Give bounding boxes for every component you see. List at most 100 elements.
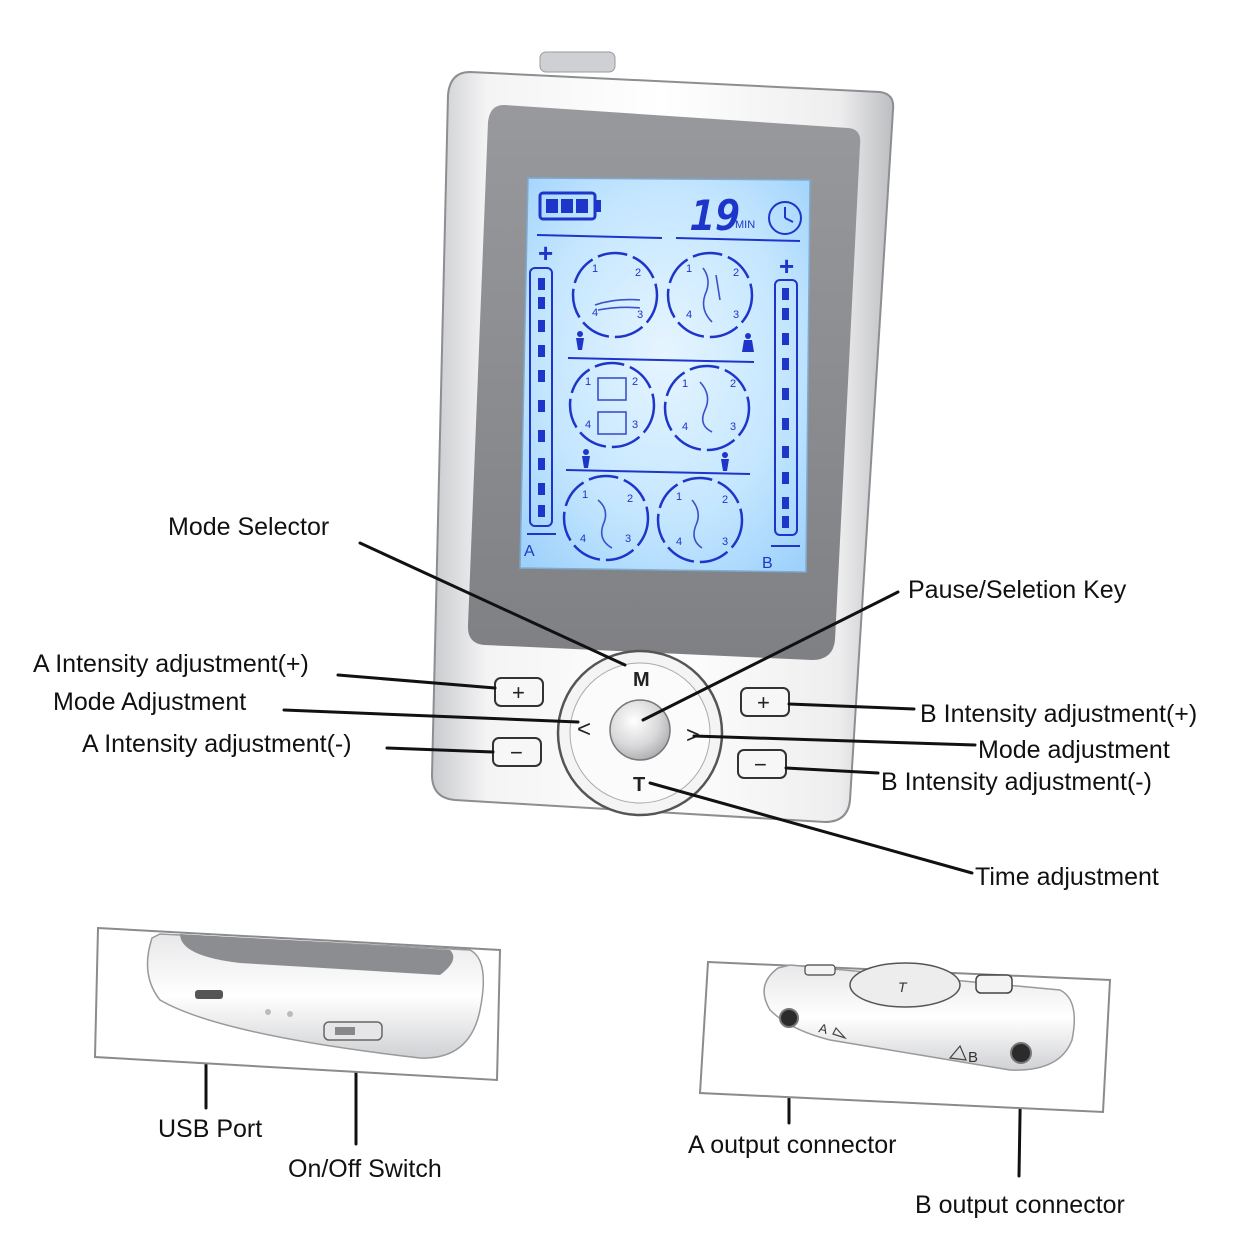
leader-b-plus bbox=[787, 702, 916, 711]
label-mode-adjust-left: Mode Adjustment bbox=[53, 688, 246, 716]
b-minus-symbol: − bbox=[754, 752, 767, 777]
mode-circle-2 bbox=[666, 251, 754, 339]
lcd-screen: 19 MIN + A + bbox=[519, 177, 811, 573]
label-a-output: A output connector bbox=[688, 1131, 896, 1159]
a-plus-symbol: + bbox=[512, 680, 525, 705]
led-dot-2 bbox=[287, 1011, 293, 1017]
callout-labels: Mode Selector Pause/Seletion Key A Inten… bbox=[33, 513, 1197, 1219]
svg-text:4: 4 bbox=[580, 533, 586, 545]
b-plus-symbol: + bbox=[757, 690, 770, 715]
timer-unit: MIN bbox=[735, 219, 755, 231]
a-output-triangle bbox=[832, 1026, 847, 1040]
svg-text:3: 3 bbox=[632, 419, 638, 431]
leader-mode-selector bbox=[358, 541, 627, 667]
channel-b-label: B bbox=[762, 555, 773, 572]
label-pause-selection: Pause/Seletion Key bbox=[908, 576, 1127, 604]
inset-wheel bbox=[849, 962, 961, 1008]
mode-circle-1 bbox=[571, 251, 659, 339]
mode-circle-5 bbox=[562, 474, 650, 562]
lcd-divider-top-left bbox=[536, 234, 663, 239]
svg-text:2: 2 bbox=[627, 493, 633, 505]
clock-icon bbox=[768, 201, 802, 235]
label-b-minus: B Intensity adjustment(-) bbox=[881, 768, 1152, 796]
callout-lines bbox=[204, 541, 1023, 1178]
mode-left-key[interactable]: < bbox=[577, 716, 591, 743]
channel-a-label: A bbox=[524, 543, 535, 560]
a-plus-key[interactable]: + bbox=[494, 677, 544, 707]
mode-circle-4 bbox=[663, 364, 751, 452]
svg-text:1: 1 bbox=[686, 263, 692, 275]
svg-text:2: 2 bbox=[722, 494, 728, 506]
svg-text:1: 1 bbox=[582, 489, 588, 501]
inset-top-edge bbox=[93, 926, 502, 1082]
a-output-mark: A bbox=[817, 1020, 829, 1037]
svg-text:4: 4 bbox=[592, 307, 598, 319]
mode-key-label[interactable]: M bbox=[633, 669, 650, 691]
leader-b-minus bbox=[784, 766, 880, 775]
leader-a-plus bbox=[336, 673, 497, 690]
svg-text:2: 2 bbox=[632, 376, 638, 388]
label-a-minus: A Intensity adjustment(-) bbox=[82, 730, 352, 758]
usb-port bbox=[195, 990, 223, 999]
b-plus-key[interactable]: + bbox=[740, 687, 790, 717]
label-mode-adjust-right: Mode adjustment bbox=[978, 736, 1170, 764]
svg-text:2: 2 bbox=[733, 267, 739, 279]
svg-text:4: 4 bbox=[676, 536, 682, 548]
mode-numbers: 1 2 3 4 1 2 3 4 1 2 3 4 1 2 3 4 1 2 3 4 bbox=[580, 263, 739, 548]
body-part-icons bbox=[594, 267, 721, 549]
inset-minus-key bbox=[975, 974, 1013, 994]
svg-text:3: 3 bbox=[625, 533, 631, 545]
svg-text:2: 2 bbox=[635, 267, 641, 279]
label-b-plus: B Intensity adjustment(+) bbox=[920, 700, 1197, 728]
channel-b-segments bbox=[782, 288, 789, 528]
channel-a-plus: + bbox=[538, 238, 553, 268]
svg-text:4: 4 bbox=[585, 419, 591, 431]
a-minus-key[interactable]: − bbox=[492, 737, 542, 767]
label-time-adjust: Time adjustment bbox=[975, 863, 1159, 891]
leader-a-minus bbox=[385, 746, 495, 754]
channel-b-bar-frame bbox=[774, 279, 798, 536]
a-minus-symbol: − bbox=[510, 740, 523, 765]
label-b-output: B output connector bbox=[915, 1191, 1125, 1219]
mode-grid bbox=[562, 251, 755, 564]
time-key-label[interactable]: T bbox=[633, 774, 645, 796]
lcd-divider-top-right bbox=[675, 237, 801, 242]
svg-text:4: 4 bbox=[686, 309, 692, 321]
channel-b-plus: + bbox=[779, 251, 794, 281]
inset-left-key bbox=[804, 964, 836, 976]
leader-time-adjust bbox=[648, 781, 974, 875]
b-minus-key[interactable]: − bbox=[737, 749, 787, 779]
top-clip bbox=[539, 51, 616, 73]
channel-a-bar-frame bbox=[529, 267, 553, 527]
svg-text:1: 1 bbox=[585, 376, 591, 388]
svg-text:2: 2 bbox=[730, 378, 736, 390]
inset-time-key: T bbox=[898, 979, 908, 995]
svg-text:3: 3 bbox=[730, 421, 736, 433]
svg-text:4: 4 bbox=[682, 421, 688, 433]
leader-mode-adjust-right bbox=[692, 734, 977, 747]
pause-selection-knob[interactable] bbox=[609, 699, 671, 761]
activity-figures bbox=[576, 331, 754, 471]
timer-value: 19 bbox=[690, 191, 741, 240]
a-output-jack bbox=[779, 1008, 799, 1028]
svg-text:3: 3 bbox=[733, 309, 739, 321]
mode-circle-3 bbox=[568, 361, 656, 449]
leader-pause-selection bbox=[641, 590, 900, 722]
b-output-triangle bbox=[948, 1044, 967, 1061]
label-usb-port: USB Port bbox=[158, 1115, 262, 1143]
svg-text:1: 1 bbox=[676, 491, 682, 503]
label-a-plus: A Intensity adjustment(+) bbox=[33, 650, 309, 678]
svg-text:3: 3 bbox=[637, 309, 643, 321]
b-output-mark: B bbox=[968, 1049, 978, 1066]
svg-text:1: 1 bbox=[592, 263, 598, 275]
leader-mode-adjust-left bbox=[282, 708, 580, 724]
channel-a-segments bbox=[538, 278, 545, 517]
mode-circle-6 bbox=[656, 476, 744, 564]
label-mode-selector: Mode Selector bbox=[168, 513, 329, 541]
control-wheel: M T < > bbox=[556, 649, 724, 817]
b-output-jack bbox=[1010, 1042, 1032, 1064]
led-dot-1 bbox=[265, 1009, 271, 1015]
inset-top-screen-edge bbox=[180, 934, 454, 975]
label-on-off-switch: On/Off Switch bbox=[288, 1155, 442, 1183]
battery-icon bbox=[538, 191, 601, 221]
